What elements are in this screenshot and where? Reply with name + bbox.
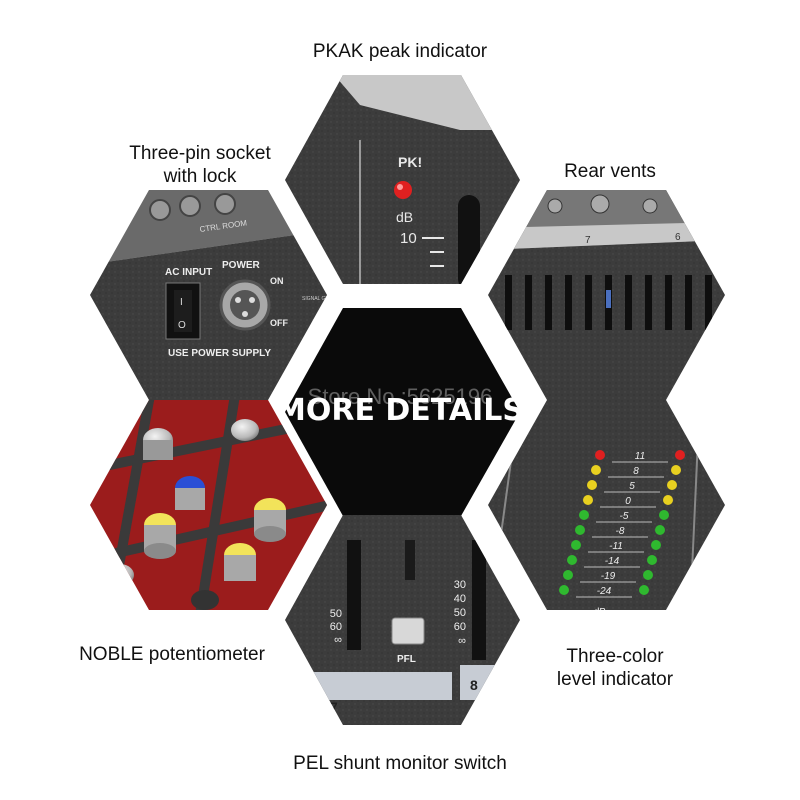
label-three-pin-socket-line2: with lock	[163, 166, 237, 187]
peak-led-icon	[394, 181, 412, 199]
led-left-6	[571, 540, 581, 550]
led-left-0	[595, 450, 605, 460]
meter-scale-label: -14	[605, 556, 620, 567]
use-power-text: USE POWER SUPPLY	[168, 348, 271, 359]
fader-tick-label: 30	[454, 579, 466, 591]
meter-scale-label: 11	[635, 451, 645, 462]
label-rear-vents: Rear vents	[564, 161, 656, 182]
led-right-5	[655, 525, 665, 535]
ten-text: 10	[400, 230, 417, 247]
label-three-pin-socket-line1: Three-pin socket	[129, 143, 271, 164]
rear-ch7-text: 7	[585, 235, 591, 246]
led-left-3	[583, 495, 593, 505]
led-right-7	[647, 555, 657, 565]
label-noble-potentiometer: NOBLE potentiometer	[79, 644, 265, 665]
center-title: MORE DETAILS	[276, 393, 524, 428]
led-right-1	[671, 465, 681, 475]
meter-scale-label: -5	[620, 511, 629, 522]
svg-text:O: O	[178, 320, 186, 331]
rear-ch6-text: 6	[675, 232, 681, 243]
power-text: POWER	[222, 260, 261, 271]
led-right-3	[663, 495, 673, 505]
fader-tick-label: 60	[330, 621, 342, 633]
meter-scale-label: -19	[601, 571, 616, 582]
meter-scale-label: -24	[597, 586, 612, 597]
vent-slots	[505, 275, 712, 330]
fader-tick-label: 60	[454, 621, 466, 633]
ac-input-text: AC INPUT	[165, 267, 212, 278]
fader-tick-label: 50	[454, 607, 466, 619]
led-left-7	[567, 555, 577, 565]
fader-ticks-right: 30 40 50 60 ∞	[454, 579, 466, 647]
rear-vents-photo: 7 6	[488, 190, 725, 400]
led-left-2	[587, 480, 597, 490]
knob-icons	[106, 419, 286, 610]
fader-tick-label: 50	[330, 608, 342, 620]
svg-text:I: I	[180, 297, 183, 308]
pfl-text: PFL	[397, 654, 416, 665]
fader-ch7-text: 7	[330, 699, 338, 715]
label-three-color-line1: Three-color	[566, 646, 664, 667]
led-right-0	[675, 450, 685, 460]
off-text: OFF	[270, 318, 288, 328]
led-right-8	[643, 570, 653, 580]
store-watermark: Store No.:5625196	[308, 384, 493, 409]
db-text: dB	[396, 209, 413, 225]
meter-scale-label: 5	[629, 481, 635, 492]
peak-indicator-photo: PK! dB 10	[285, 75, 520, 284]
led-left-1	[591, 465, 601, 475]
power-socket-photo: CTRL ROOM AC INPUT POWER I O ON OFF SIGN…	[90, 190, 329, 400]
signal-text: SIGNAL GE	[302, 296, 329, 302]
fader-tick-label: 40	[454, 593, 466, 605]
led-left-4	[579, 510, 589, 520]
meter-scale-label: -11	[609, 541, 623, 552]
meter-db-label: dB	[594, 607, 607, 618]
meter-scale-label: 0	[625, 496, 631, 507]
level-meter-photo: 11 8 5 0 -5 -8 -11 -14 -19 -24 dB	[488, 400, 725, 618]
fader-tick-label: ∞	[334, 634, 342, 646]
label-three-color-line2: level indicator	[556, 669, 674, 690]
pk-text: PK!	[398, 154, 422, 170]
led-right-4	[659, 510, 669, 520]
meter-scale-label: -8	[616, 526, 625, 537]
led-right-9	[639, 585, 649, 595]
meter-scale-label: 8	[633, 466, 639, 477]
label-peak-indicator: PKAK peak indicator	[312, 41, 488, 62]
led-right-6	[651, 540, 661, 550]
led-left-8	[563, 570, 573, 580]
pfl-button	[391, 617, 425, 645]
fader-tick-label: ∞	[458, 635, 466, 647]
led-right-2	[667, 480, 677, 490]
potentiometer-photo	[90, 400, 327, 610]
led-left-5	[575, 525, 585, 535]
led-columns	[559, 450, 685, 595]
center-hexagon: MORE DETAILS Store No.:5625196	[276, 308, 524, 516]
label-pfl-switch: PEL shunt monitor switch	[293, 753, 507, 774]
meter-scale: 11 8 5 0 -5 -8 -11 -14 -19 -24 dB	[576, 451, 668, 618]
fader-ch8-text: 8	[470, 677, 478, 693]
led-left-9	[559, 585, 569, 595]
on-text: ON	[270, 276, 284, 286]
